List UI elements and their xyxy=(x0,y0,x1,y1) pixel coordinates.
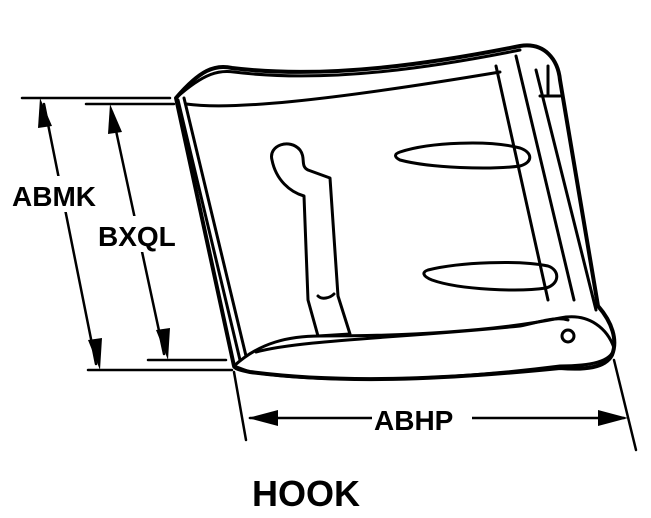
dimension-abmk: ABMK xyxy=(10,96,234,372)
arrowhead-right xyxy=(598,410,628,426)
dimension-label-abhp: ABHP xyxy=(374,405,453,436)
dimension-line xyxy=(42,102,98,366)
dimension-bxql: BXQL xyxy=(84,102,228,362)
extension-line-left xyxy=(232,370,248,442)
hook-body xyxy=(174,43,617,382)
arrowhead-up xyxy=(38,98,52,128)
extension-line-right xyxy=(612,358,638,452)
arrowhead-up xyxy=(108,104,122,134)
part-name: HOOK xyxy=(252,473,360,514)
arrowhead-left xyxy=(248,410,278,426)
arrowhead-down xyxy=(88,338,102,370)
dimension-abhp: ABHP xyxy=(232,358,638,452)
dimension-label-bxql: BXQL xyxy=(98,221,176,252)
dimension-label-abmk: ABMK xyxy=(12,181,96,212)
arrowhead-down xyxy=(156,328,170,360)
